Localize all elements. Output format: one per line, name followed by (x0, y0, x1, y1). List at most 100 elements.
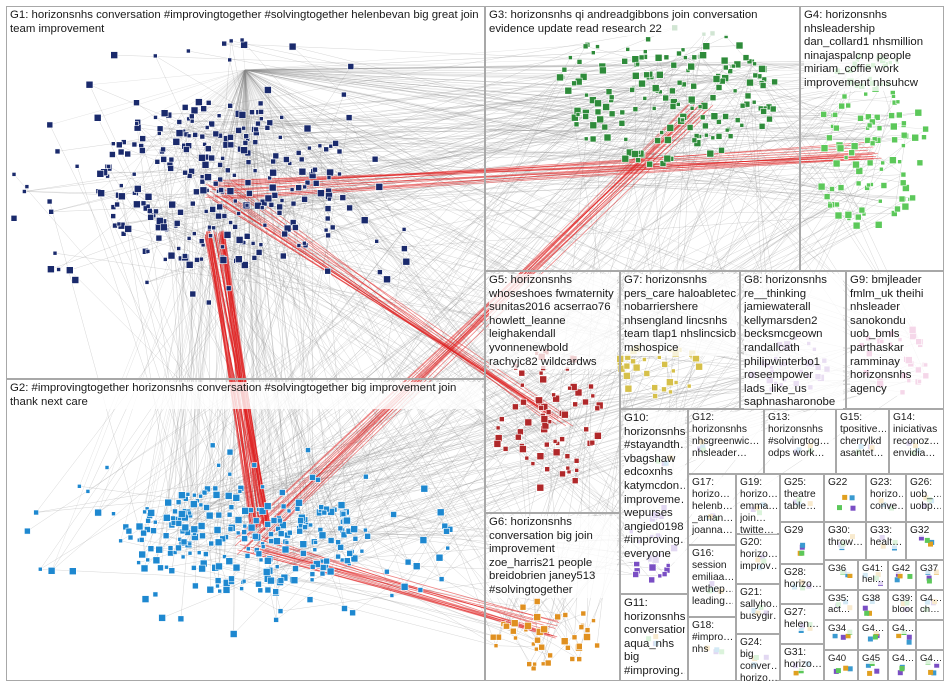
graph-node (661, 361, 669, 368)
edge (50, 209, 213, 270)
graph-node (706, 149, 715, 158)
graph-node (536, 452, 545, 461)
graph-node (332, 140, 339, 147)
edge (238, 56, 646, 131)
edge (205, 69, 246, 165)
edge (247, 87, 720, 154)
graph-node (242, 140, 249, 146)
graph-node (192, 132, 198, 138)
edge (89, 84, 139, 189)
edge (204, 192, 554, 416)
edge (244, 69, 873, 144)
graph-node (212, 130, 220, 138)
graph-node (520, 398, 527, 406)
edge (202, 69, 246, 182)
graph-node (144, 506, 150, 512)
edge (153, 168, 882, 216)
graph-node (209, 206, 216, 213)
edge (204, 348, 637, 493)
edge (254, 76, 760, 130)
graph-node (551, 392, 556, 398)
group-label-g21: G21: sallyho… busygir… (740, 587, 777, 623)
graph-node (124, 225, 132, 233)
group-label-g35: G35: act… (828, 593, 855, 615)
graph-node (844, 211, 853, 219)
graph-node (52, 250, 58, 256)
graph-node (145, 517, 151, 524)
edge (244, 55, 704, 71)
graph-node (201, 489, 208, 496)
edge (201, 69, 246, 242)
graph-node (820, 144, 829, 152)
graph-node (299, 540, 308, 549)
edge (228, 158, 874, 200)
edge (244, 69, 693, 102)
graph-node (241, 529, 247, 535)
edge (40, 568, 405, 588)
edge (568, 357, 572, 472)
graph-node (175, 544, 182, 552)
graph-node (237, 489, 243, 494)
edge (40, 150, 722, 570)
edge (236, 116, 691, 555)
group-box-g17: G17: horizo… helenb… _aman… joanna… (688, 474, 736, 545)
graph-node (524, 621, 532, 630)
graph-node (147, 545, 155, 553)
graph-node (595, 44, 600, 49)
edge (391, 143, 873, 596)
graph-node (654, 53, 663, 62)
graph-node (160, 146, 166, 153)
graph-node (289, 187, 295, 192)
edge (51, 56, 646, 572)
edge (326, 364, 768, 510)
edge (211, 157, 882, 191)
edge (244, 69, 926, 130)
graph-node (268, 538, 275, 544)
graph-node (264, 194, 273, 203)
edge (224, 43, 851, 71)
edge (227, 198, 330, 236)
group-box-g29: G29 (780, 522, 824, 564)
group-box-g24: G24: big conver… horizo… (736, 634, 780, 685)
graph-node (594, 431, 602, 440)
graph-node (183, 146, 190, 153)
graph-node (866, 182, 871, 188)
graph-node (559, 436, 565, 442)
edge (51, 69, 246, 571)
graph-node (578, 624, 585, 631)
graph-node (493, 440, 502, 448)
graph-node (281, 230, 289, 238)
graph-node (264, 520, 272, 528)
graph-node (160, 156, 167, 163)
edge (224, 43, 833, 190)
graph-node (264, 556, 272, 565)
graph-node (198, 493, 203, 499)
edge (576, 63, 755, 125)
graph-node (670, 368, 676, 374)
edge (244, 69, 261, 591)
edge (244, 63, 755, 71)
edge (220, 148, 841, 166)
graph-node (572, 401, 579, 408)
graph-node (235, 127, 242, 134)
graph-node (264, 586, 272, 594)
graph-node (833, 124, 840, 132)
edge (239, 107, 706, 543)
graph-node (93, 114, 102, 122)
graph-node (172, 508, 178, 515)
graph-node (244, 553, 251, 559)
graph-node (167, 251, 176, 260)
graph-node (532, 661, 537, 667)
graph-node (343, 516, 351, 525)
graph-node (189, 118, 195, 124)
edge (144, 69, 565, 569)
edge (244, 69, 881, 202)
graph-node (524, 455, 530, 461)
edge (178, 134, 187, 548)
graph-node (214, 577, 222, 584)
graph-node (258, 116, 264, 121)
graph-node (326, 175, 332, 180)
graph-node (562, 612, 569, 618)
group-label-g32: G32 (910, 525, 941, 537)
edge (35, 242, 243, 513)
